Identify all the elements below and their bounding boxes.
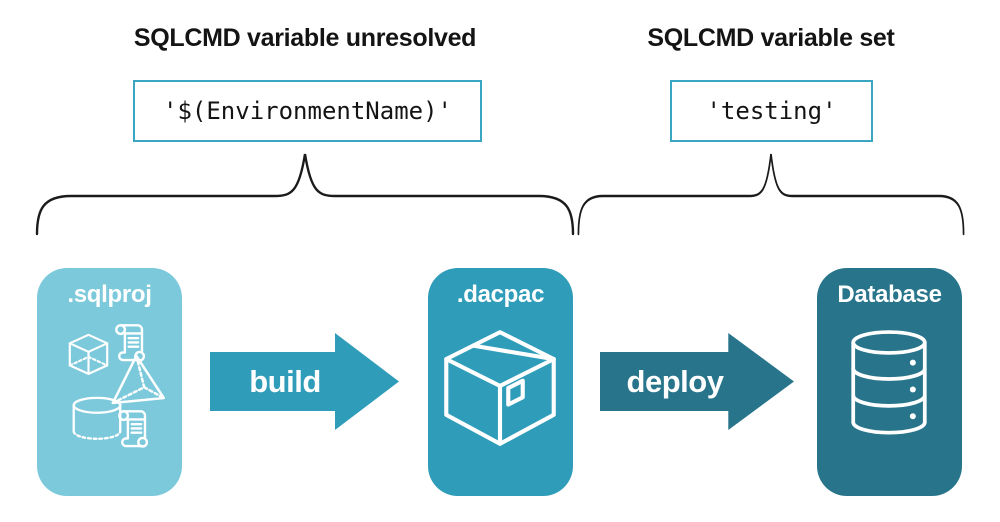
database-node: Database xyxy=(817,268,962,496)
dacpac-node: .dacpac xyxy=(428,268,573,496)
sqlproj-icons xyxy=(68,324,166,448)
right-block-arrow-icon xyxy=(210,333,399,430)
database-cylinder-icon xyxy=(851,330,927,435)
package-box-icon xyxy=(444,330,556,446)
left-curly-brace-icon xyxy=(35,153,575,236)
left-heading: SQLCMD variable unresolved xyxy=(133,24,477,52)
build-arrow: build xyxy=(210,332,400,431)
left-code-box: '$(EnvironmentName)' xyxy=(133,80,482,142)
right-curly-brace-icon xyxy=(577,153,965,236)
database-label: Database xyxy=(837,281,942,308)
build-arrow-label: build xyxy=(249,363,321,399)
scroll-icon xyxy=(118,410,149,448)
scroll-icon xyxy=(115,324,146,362)
right-code-box: 'testing' xyxy=(670,80,873,142)
right-code-text: 'testing' xyxy=(706,97,837,125)
right-heading: SQLCMD variable set xyxy=(647,24,895,52)
deploy-arrow-label: deploy xyxy=(626,363,724,399)
dacpac-label: .dacpac xyxy=(456,281,545,308)
right-block-arrow-icon xyxy=(600,333,794,430)
sqlproj-node: .sqlproj xyxy=(37,268,182,496)
left-code-text: '$(EnvironmentName)' xyxy=(163,97,452,125)
sqlproj-label: .sqlproj xyxy=(67,281,152,308)
deploy-arrow: deploy xyxy=(600,332,795,431)
cube-icon xyxy=(68,333,109,375)
pyramid-icon xyxy=(111,354,166,405)
